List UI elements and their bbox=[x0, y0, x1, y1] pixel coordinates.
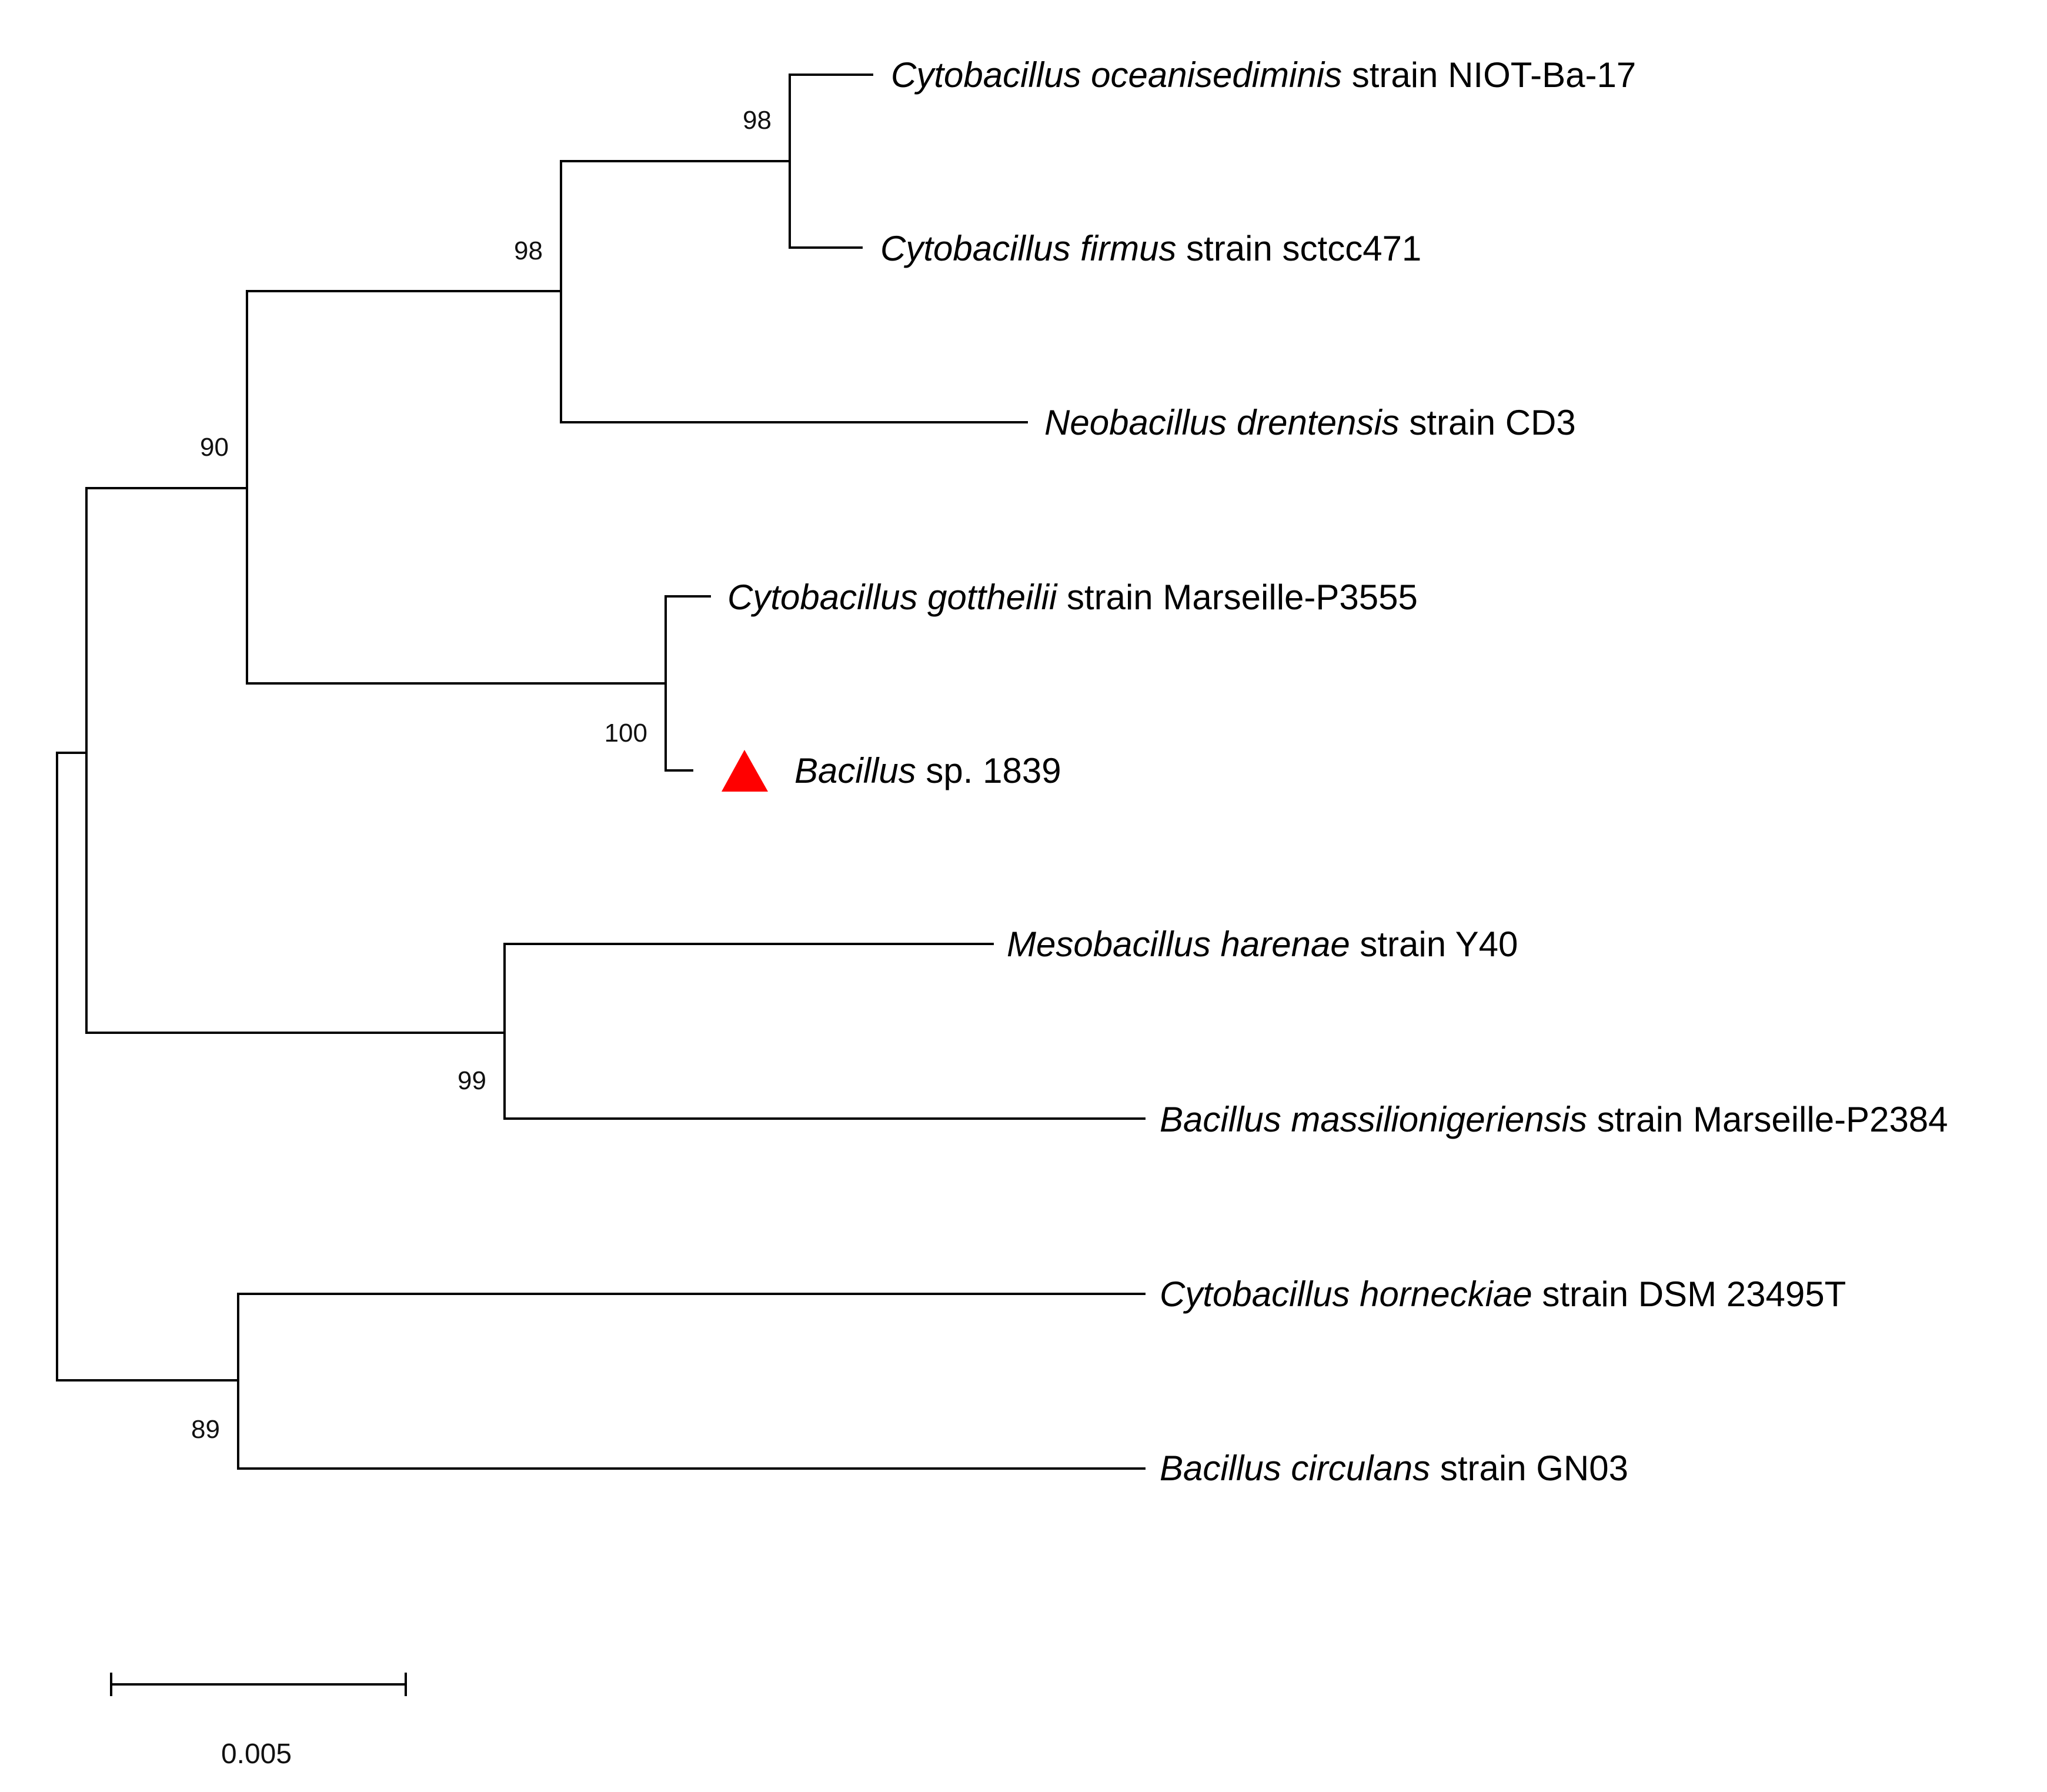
taxon-label-firmus: Cytobacillus firmus strain sctcc471 bbox=[880, 229, 1421, 268]
bootstrap-value: 99 bbox=[458, 1066, 486, 1095]
taxon-species-name: Mesobacillus harenae bbox=[1007, 925, 1350, 964]
taxon-strain: strain CD3 bbox=[1400, 403, 1576, 442]
taxon-species-name: Bacillus massilionigeriensis bbox=[1160, 1100, 1587, 1139]
taxon-label-harenae: Mesobacillus harenae strain Y40 bbox=[1007, 925, 1518, 964]
taxon-strain: strain sctcc471 bbox=[1176, 229, 1421, 268]
taxon-strain: strain Y40 bbox=[1350, 925, 1518, 964]
taxon-strain: strain Marseille-P3555 bbox=[1057, 578, 1418, 617]
red-triangle-marker bbox=[722, 750, 768, 792]
taxon-species-name: Bacillus bbox=[794, 751, 916, 790]
bootstrap-value: 89 bbox=[191, 1415, 220, 1444]
taxon-species-name: Cytobacillus firmus bbox=[880, 229, 1176, 268]
taxon-label-gottheilii: Cytobacillus gottheilii strain Marseille… bbox=[727, 578, 1418, 617]
taxon-species-name: Cytobacillus oceanisediminis bbox=[891, 55, 1342, 95]
taxon-label-bacillus-sp: Bacillus sp. 1839 bbox=[794, 751, 1061, 790]
taxon-strain: strain GN03 bbox=[1430, 1449, 1628, 1488]
bootstrap-value: 100 bbox=[605, 719, 647, 747]
bootstrap-value: 98 bbox=[743, 106, 772, 135]
taxon-label-drentensis: Neobacillus drentensis strain CD3 bbox=[1044, 403, 1576, 442]
taxon-species-name: Cytobacillus gottheilii bbox=[727, 578, 1058, 617]
taxon-strain: strain DSM 23495T bbox=[1532, 1274, 1846, 1314]
taxon-labels: Cytobacillus oceanisediminis strain NIOT… bbox=[722, 55, 1948, 1488]
bootstrap-values: 98 98 90 100 99 89 bbox=[191, 106, 772, 1444]
taxon-label-circulans: Bacillus circulans strain GN03 bbox=[1160, 1449, 1628, 1488]
taxon-label-massilionigeriensis: Bacillus massilionigeriensis strain Mars… bbox=[1160, 1100, 1948, 1139]
tree-branches bbox=[56, 74, 1146, 1470]
taxon-species-name: Neobacillus drentensis bbox=[1044, 403, 1400, 442]
taxon-label-oceanisediminis: Cytobacillus oceanisediminis strain NIOT… bbox=[891, 55, 1636, 95]
taxon-strain: strain Marseille-P2384 bbox=[1587, 1100, 1948, 1139]
bootstrap-value: 98 bbox=[514, 236, 543, 265]
taxon-species-name: Cytobacillus horneckiae bbox=[1160, 1274, 1532, 1314]
scale-bar: 0.005 bbox=[110, 1673, 407, 1770]
taxon-strain: sp. 1839 bbox=[916, 751, 1061, 790]
taxon-species-name: Bacillus circulans bbox=[1160, 1449, 1430, 1488]
bootstrap-value: 90 bbox=[200, 433, 229, 462]
taxon-strain: strain NIOT-Ba-17 bbox=[1342, 55, 1636, 95]
scale-bar-label: 0.005 bbox=[221, 1738, 292, 1770]
taxon-label-horneckiae: Cytobacillus horneckiae strain DSM 23495… bbox=[1160, 1274, 1846, 1314]
